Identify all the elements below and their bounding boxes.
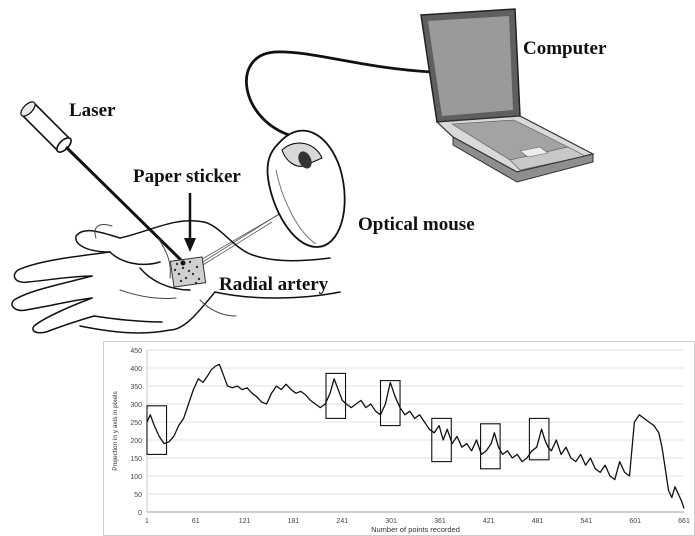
x-tick-label: 241 <box>336 518 348 525</box>
paper-sticker-label: Paper sticker <box>133 166 241 187</box>
pulse-highlight-box <box>146 405 168 455</box>
pulse-chart-svg: 0 50 100 150 200 250 300 350 400 450 1 61 121 181 241 3… <box>112 348 690 534</box>
sticker-arrow-icon <box>184 193 196 252</box>
x-axis-title: Number of points recorded <box>371 525 460 534</box>
optical-mouse-label: Optical mouse <box>358 214 475 235</box>
y-tick-label: 300 <box>130 402 142 409</box>
computer-label: Computer <box>523 38 607 59</box>
x-tick-label: 661 <box>678 518 690 525</box>
x-tick-label: 61 <box>192 518 200 525</box>
y-tick-label: 50 <box>134 492 142 499</box>
light-rays <box>196 207 291 269</box>
x-tick-label: 121 <box>239 518 251 525</box>
pulse-highlight-box <box>431 417 452 463</box>
x-tick-label: 601 <box>629 518 641 525</box>
paper-sticker-icon <box>169 256 207 288</box>
y-tick-label: 150 <box>130 456 142 463</box>
radial-artery-label: Radial artery <box>219 274 329 295</box>
pulse-chart: 0 50 100 150 200 250 300 350 400 450 1 61 121 181 241 3… <box>103 341 695 536</box>
y-tick-label: 250 <box>130 420 142 427</box>
laptop-computer-icon <box>420 8 595 183</box>
x-tick-label: 541 <box>581 518 593 525</box>
pulse-highlight-box <box>528 417 550 461</box>
y-tick-label: 400 <box>130 366 142 373</box>
x-tick-label: 181 <box>288 518 300 525</box>
y-tick-label: 350 <box>130 384 142 391</box>
y-tick-label: 0 <box>138 510 142 517</box>
y-tick-label: 450 <box>130 348 142 355</box>
pulse-highlight-box <box>379 380 401 427</box>
x-tick-label: 421 <box>483 518 495 525</box>
x-tick-label: 361 <box>434 518 446 525</box>
y-tick-label: 200 <box>130 438 142 445</box>
hand-icon <box>11 220 341 334</box>
y-tick-label: 100 <box>130 474 142 481</box>
laser-label: Laser <box>69 100 116 121</box>
mouse-cable <box>245 50 433 138</box>
y-axis-title: Projection in y axis in pixels <box>112 391 119 471</box>
pulse-highlight-box <box>480 423 501 470</box>
laser-spot <box>180 260 186 266</box>
optical-mouse-icon <box>266 129 346 248</box>
laser-pointer-icon <box>20 101 72 153</box>
x-tick-label: 481 <box>532 518 544 525</box>
pulse-highlight-box <box>325 372 347 419</box>
x-tick-label: 301 <box>385 518 397 525</box>
x-tick-label: 1 <box>145 518 149 525</box>
laser-beam <box>64 145 185 264</box>
pulse-series-line <box>146 363 685 509</box>
